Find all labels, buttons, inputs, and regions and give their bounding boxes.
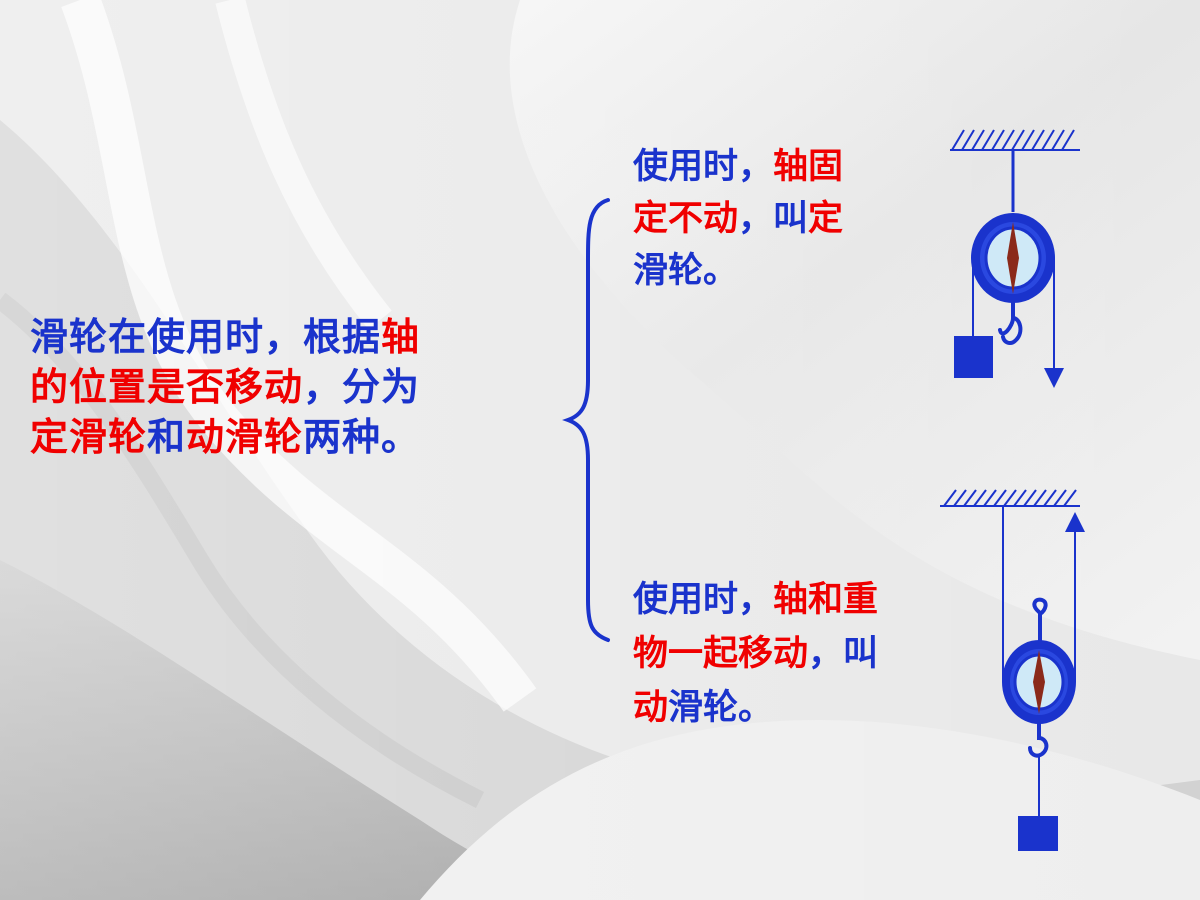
fixed-line-2-part-b: ，叫 bbox=[738, 199, 809, 239]
movable-line-2-part-b: ，叫 bbox=[808, 634, 879, 674]
main-line-3-part-b: 和 bbox=[147, 415, 187, 459]
main-line-1-part-b: 轴 bbox=[381, 315, 421, 359]
fixed-line-1: 使用时，轴固 bbox=[633, 150, 843, 202]
fixed-line-1-part-b: 轴固 bbox=[773, 147, 844, 187]
curly-brace-icon bbox=[562, 198, 610, 642]
movable-line-1: 使用时，轴和重 bbox=[633, 583, 878, 637]
fixed-pulley-description: 使用时，轴固 定不动，叫定 滑轮。 bbox=[633, 150, 843, 306]
ceiling-hatch-icon bbox=[950, 129, 1080, 151]
main-line-1-part-a: 滑轮在使用时，根据 bbox=[30, 315, 382, 359]
main-line-3-part-c: 动滑轮 bbox=[186, 415, 304, 459]
fixed-line-2-part-a: 定不动 bbox=[633, 199, 739, 239]
fixed-line-2: 定不动，叫定 bbox=[633, 202, 843, 254]
movable-line-1-part-a: 使用时， bbox=[633, 580, 774, 620]
main-description: 滑轮在使用时，根据轴 的位置是否移动，分为 定滑轮和动滑轮两种。 bbox=[30, 318, 530, 468]
main-line-2-part-a: 的位置是否移动 bbox=[30, 365, 304, 409]
fixed-weight-icon bbox=[954, 336, 993, 378]
movable-line-2: 物一起移动，叫 bbox=[633, 637, 878, 691]
movable-line-3-part-b: 滑轮。 bbox=[668, 688, 774, 728]
fixed-pulley-diagram-icon bbox=[950, 129, 1080, 388]
movable-line-2-part-a: 物一起移动 bbox=[633, 634, 809, 674]
main-line-2: 的位置是否移动，分为 bbox=[30, 368, 530, 418]
main-line-3: 定滑轮和动滑轮两种。 bbox=[30, 418, 530, 468]
movable-pulley-description: 使用时，轴和重 物一起移动，叫 动滑轮。 bbox=[633, 583, 878, 745]
movable-weight-icon bbox=[1018, 816, 1058, 851]
fixed-line-3-part-a: 滑轮。 bbox=[633, 251, 739, 291]
ceiling-hatch-icon bbox=[940, 489, 1080, 507]
main-line-1: 滑轮在使用时，根据轴 bbox=[30, 318, 530, 368]
fixed-line-3: 滑轮。 bbox=[633, 254, 843, 306]
main-line-3-part-a: 定滑轮 bbox=[30, 415, 148, 459]
movable-pulley-diagram-icon bbox=[940, 489, 1085, 851]
movable-line-1-part-b: 轴和重 bbox=[773, 580, 879, 620]
fixed-line-2-part-c: 定 bbox=[808, 199, 844, 239]
main-line-2-part-b: ，分为 bbox=[303, 365, 421, 409]
movable-line-3-part-a: 动 bbox=[633, 688, 669, 728]
main-line-3-part-d: 两种。 bbox=[303, 415, 421, 459]
movable-line-3: 动滑轮。 bbox=[633, 691, 878, 745]
fixed-line-1-part-a: 使用时， bbox=[633, 147, 774, 187]
